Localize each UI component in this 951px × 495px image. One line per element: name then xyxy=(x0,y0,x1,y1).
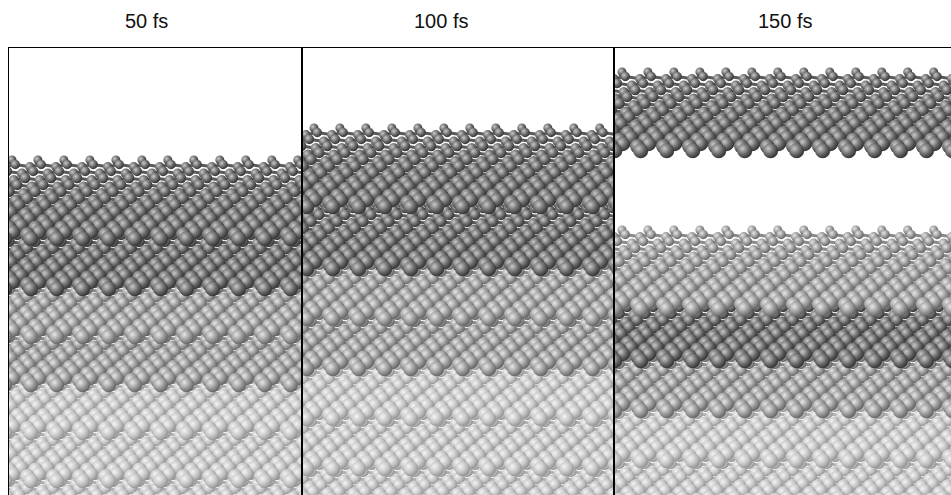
bond xyxy=(4,457,7,462)
bond xyxy=(0,388,1,393)
bond xyxy=(0,488,1,490)
carbon-atom xyxy=(179,425,194,440)
carbon-atom xyxy=(6,467,20,481)
bond xyxy=(0,482,9,484)
bond xyxy=(0,413,7,415)
bond xyxy=(0,427,6,429)
carbon-atom xyxy=(23,425,38,440)
bond xyxy=(0,461,3,463)
carbon-atom xyxy=(0,411,1,421)
carbon-atom xyxy=(283,473,298,488)
carbon-atom xyxy=(0,463,4,473)
carbon-atom xyxy=(257,473,272,488)
bond xyxy=(2,428,5,433)
carbon-atom xyxy=(153,425,168,440)
carbon-atom xyxy=(0,452,9,462)
carbon-atom xyxy=(23,473,38,488)
carbon-atom xyxy=(75,425,90,440)
carbon-atom xyxy=(0,469,9,484)
bond xyxy=(0,436,1,441)
carbon-atom xyxy=(0,404,9,414)
carbon-atom xyxy=(101,473,116,488)
bond xyxy=(0,474,2,476)
carbon-atom xyxy=(127,473,142,488)
carbon-atom xyxy=(101,425,116,440)
bond xyxy=(0,413,3,415)
bond xyxy=(0,392,1,394)
bond xyxy=(0,455,4,457)
carbon-atom xyxy=(0,386,7,398)
carbon-atom xyxy=(231,473,246,488)
carbon-atom xyxy=(283,425,298,440)
carbon-atom xyxy=(0,482,7,494)
carbon-atom xyxy=(0,449,6,462)
carbon-atom xyxy=(231,425,246,440)
carbon-atom xyxy=(0,430,4,442)
bond xyxy=(0,434,9,436)
carbon-atom xyxy=(0,367,4,377)
bond xyxy=(0,456,3,461)
carbon-atom xyxy=(0,478,4,490)
bond xyxy=(0,365,7,367)
bond xyxy=(4,409,7,414)
bond xyxy=(0,386,9,388)
bond xyxy=(0,475,6,477)
carbon-atom xyxy=(0,401,6,414)
carbon-atom xyxy=(0,415,4,425)
carbon-atom xyxy=(0,434,7,446)
bond xyxy=(0,399,8,401)
carbon-atom xyxy=(127,425,142,440)
carbon-atom xyxy=(0,382,4,394)
bond xyxy=(0,461,7,463)
carbon-atom xyxy=(153,473,168,488)
graphite-layers xyxy=(0,156,337,495)
bond xyxy=(0,426,2,428)
carbon-atom xyxy=(6,419,20,433)
carbon-atom xyxy=(49,425,64,440)
bond xyxy=(0,447,8,449)
carbon-atom xyxy=(0,459,1,469)
carbon-atom xyxy=(0,412,2,426)
bond xyxy=(0,408,3,413)
carbon-atom xyxy=(0,363,1,373)
bond xyxy=(0,440,1,442)
carbon-atom xyxy=(0,356,9,366)
carbon-atom xyxy=(257,425,272,440)
bond xyxy=(0,311,4,313)
carbon-atom xyxy=(0,421,9,436)
bond xyxy=(2,476,5,481)
bond xyxy=(0,317,7,319)
carbon-atom xyxy=(75,473,90,488)
bond xyxy=(4,313,7,318)
bond xyxy=(4,361,7,366)
bond xyxy=(0,407,4,409)
carbon-atom xyxy=(205,473,220,488)
bond xyxy=(0,379,6,381)
bond xyxy=(0,484,1,489)
carbon-atom xyxy=(179,473,194,488)
bond xyxy=(0,359,4,361)
carbon-atom xyxy=(49,473,64,488)
carbon-atom xyxy=(0,460,2,474)
carbon-atom xyxy=(205,425,220,440)
